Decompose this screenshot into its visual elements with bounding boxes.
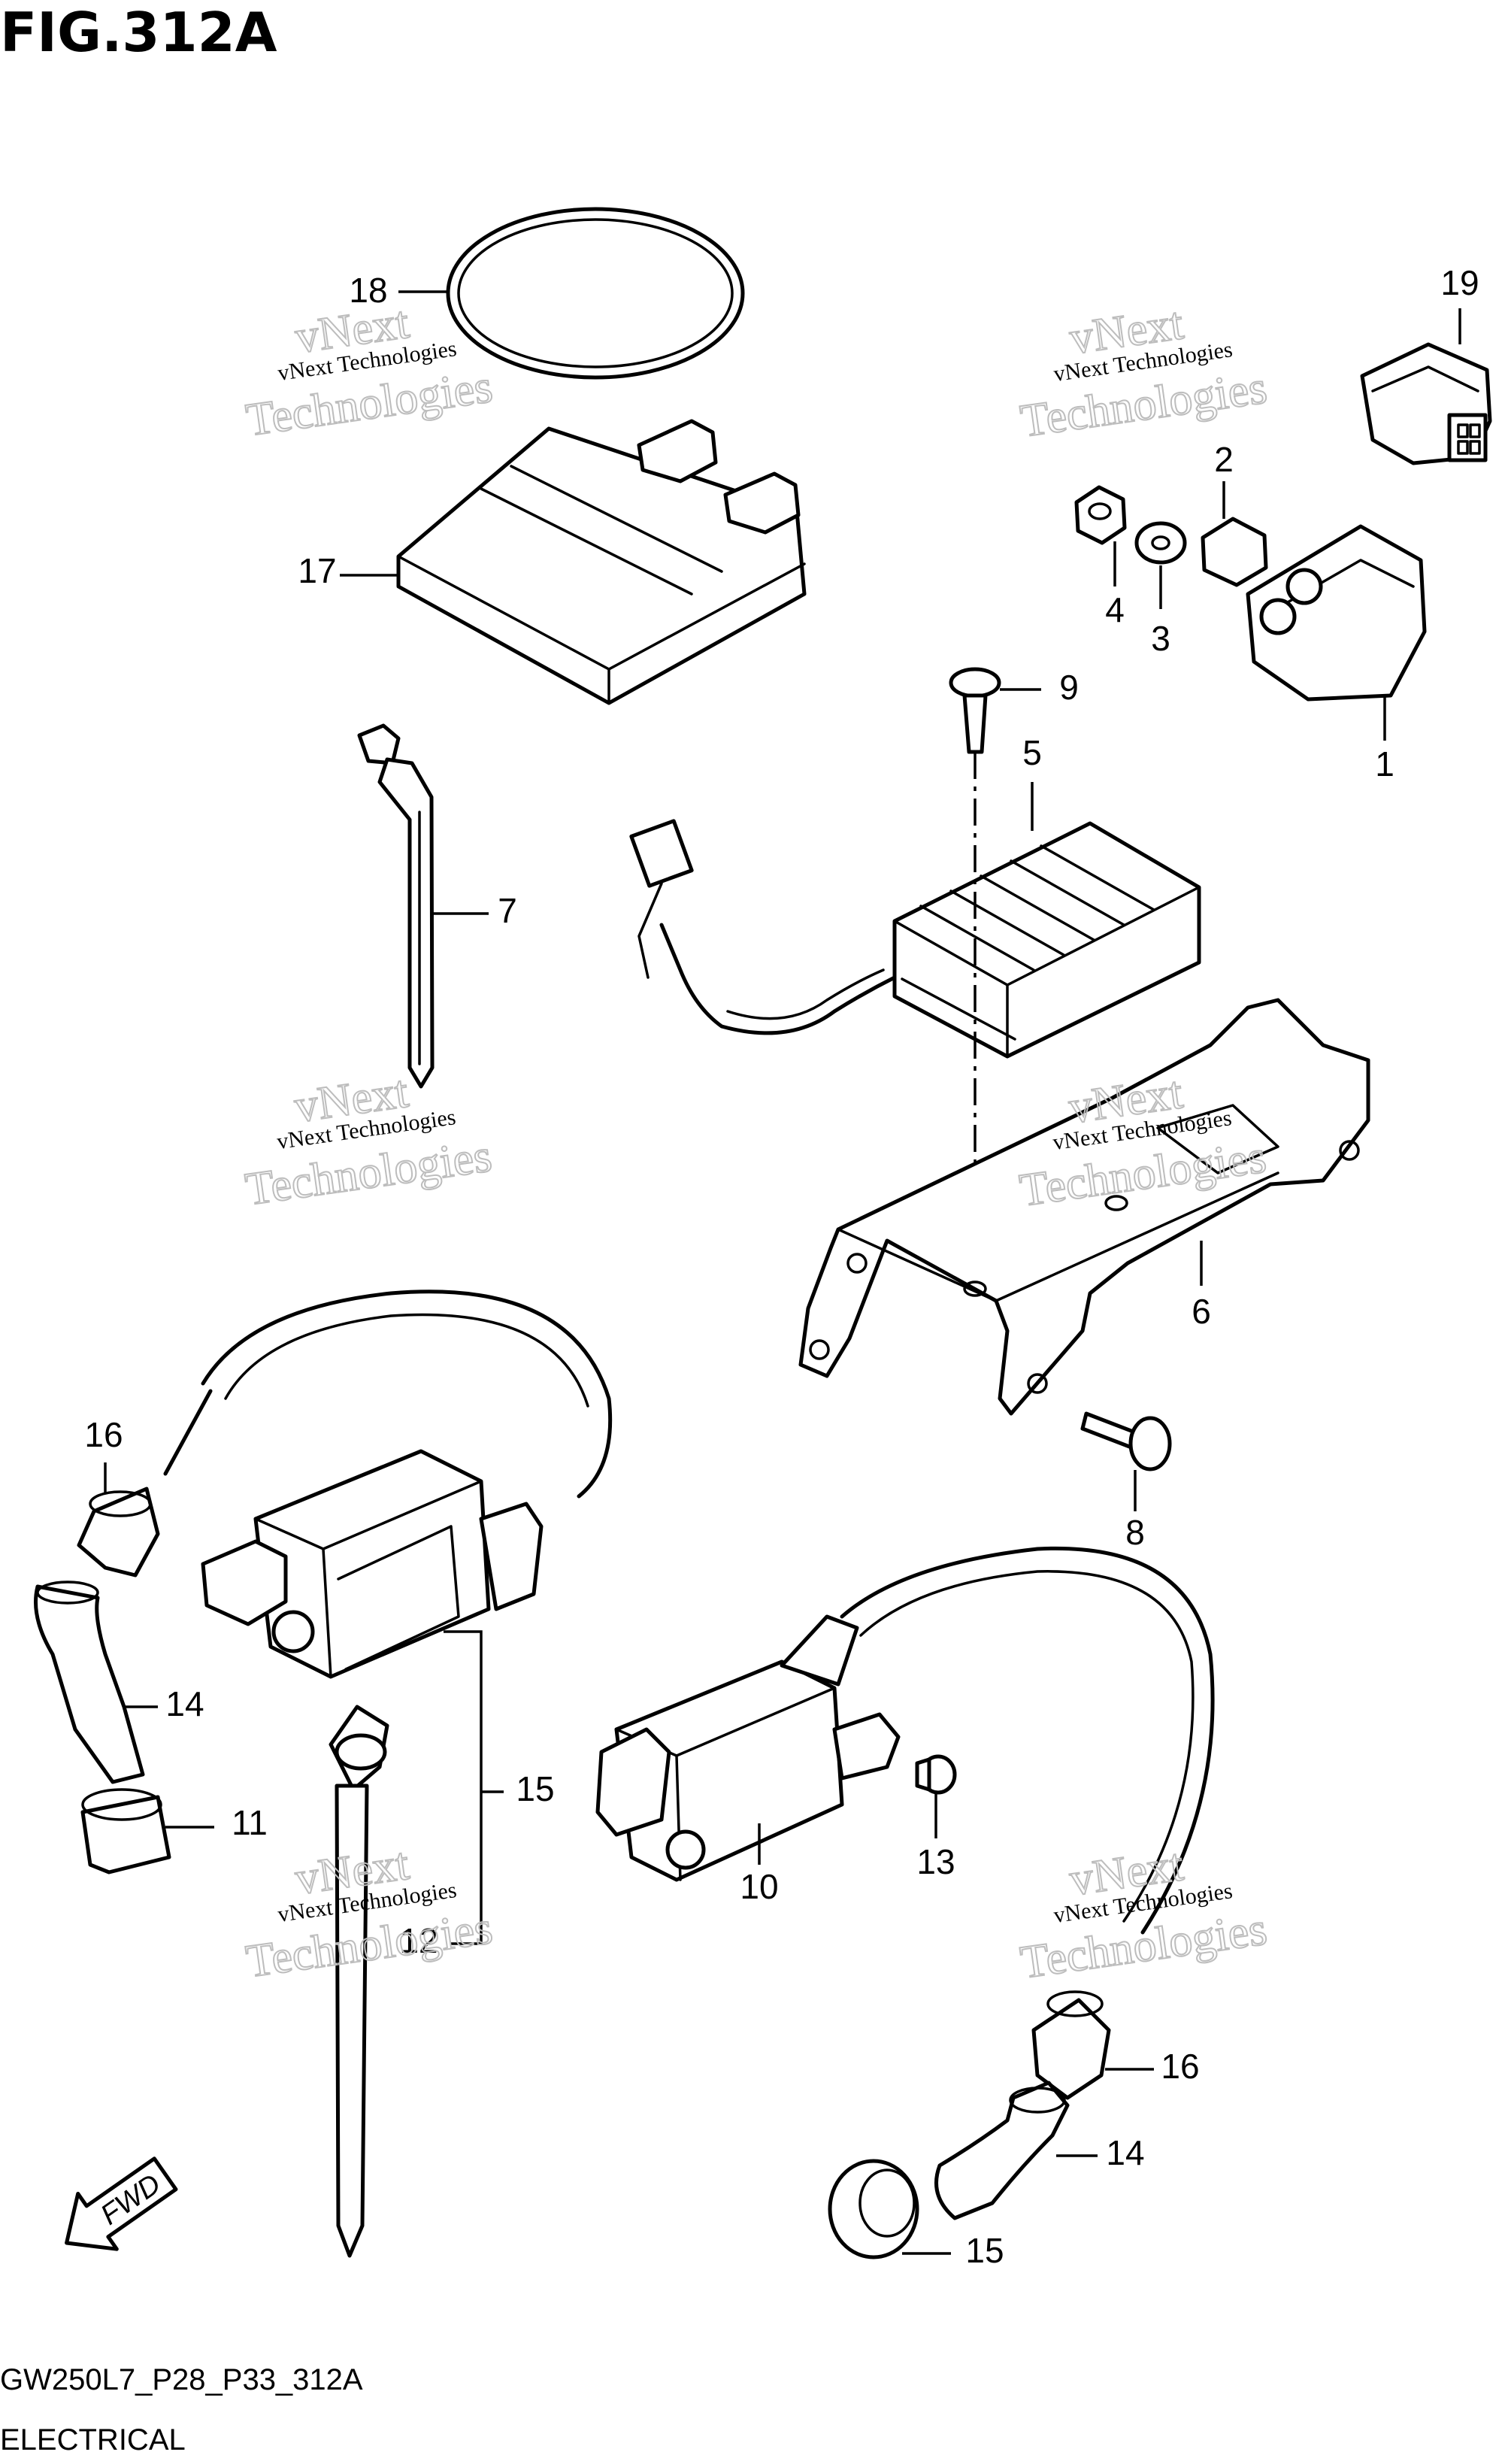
watermark-top-left: vNext Technologies vNext Technologies — [242, 296, 496, 447]
part-12-clip-tie[interactable] — [329, 1705, 389, 2258]
section-name: ELECTRICAL — [0, 2423, 186, 2456]
callout-7[interactable]: 7 — [498, 891, 517, 930]
part-8-bolt[interactable] — [1080, 1411, 1172, 1471]
part-9-screw[interactable] — [949, 667, 1001, 754]
figure-title: FIG.312A — [0, 1, 277, 64]
callout-5[interactable]: 5 — [1022, 733, 1042, 772]
part-13-screw[interactable] — [915, 1754, 957, 1795]
callout-17[interactable]: 17 — [298, 551, 336, 590]
callout-18[interactable]: 18 — [349, 271, 387, 310]
watermark-low-right: vNext Technologies vNext Technologies — [1016, 1838, 1270, 1990]
callout-16-upper[interactable]: 16 — [84, 1415, 123, 1454]
callout-8[interactable]: 8 — [1125, 1513, 1145, 1552]
part-4-nut[interactable] — [1074, 485, 1127, 545]
callout-11[interactable]: 15 — [516, 1769, 554, 1808]
callout-14-upper[interactable]: 14 — [165, 1684, 204, 1723]
callout-14-lower[interactable]: 14 — [1106, 2133, 1144, 2172]
part-1-starter-relay[interactable] — [1246, 524, 1427, 702]
callout-labels: 18 19 17 2 4 3 1 9 5 7 6 16 8 14 11 15 1… — [84, 263, 1479, 2270]
figure-code: GW250L7_P28_P33_312A — [0, 2363, 363, 2396]
callout-3[interactable]: 3 — [1151, 619, 1170, 658]
part-7-cable-tie[interactable] — [357, 723, 435, 1089]
callout-15-upper[interactable]: 11 — [232, 1803, 268, 1842]
part-15-cover-lower[interactable] — [828, 2159, 919, 2259]
callout-10[interactable]: 10 — [740, 1867, 778, 1906]
callout-12[interactable]: 12 — [399, 1921, 438, 1960]
part-15-cover-upper[interactable] — [80, 1788, 171, 1875]
callout-1[interactable]: 1 — [1375, 744, 1394, 783]
callout-13[interactable]: 13 — [916, 1842, 955, 1881]
part-19-connector[interactable] — [1360, 342, 1492, 465]
part-16-grommet-upper[interactable] — [77, 1487, 160, 1578]
watermark-mid-left: vNext Technologies vNext Technologies — [241, 1065, 495, 1217]
part-18-band[interactable] — [446, 207, 745, 380]
callout-4[interactable]: 4 — [1105, 590, 1125, 629]
part-3-washer[interactable] — [1134, 521, 1187, 565]
part-16-grommet-lower[interactable] — [1031, 1990, 1111, 2100]
callout-15-lower[interactable]: 15 — [965, 2231, 1004, 2270]
leader-lines — [104, 290, 1461, 2255]
part-6-bracket[interactable] — [798, 998, 1370, 1416]
part-2-relay-terminal[interactable] — [1201, 517, 1268, 587]
part-14-plug-cap-upper[interactable] — [34, 1581, 145, 1784]
part-14-plug-cap-lower[interactable] — [934, 2081, 1070, 2220]
part-17-control-module[interactable] — [396, 419, 807, 705]
watermark-top-right: vNext Technologies vNext Technologies — [1016, 297, 1270, 448]
callout-19[interactable]: 19 — [1440, 263, 1479, 302]
watermark-low-left: vNext Technologies vNext Technologies — [242, 1838, 496, 1989]
fwd-direction-arrow: FWD — [65, 2156, 178, 2251]
part-10-ignition-coil[interactable] — [595, 1546, 1215, 1935]
part-11-ignition-coil[interactable] — [163, 1290, 613, 1679]
callout-2[interactable]: 2 — [1214, 440, 1234, 479]
part-5-regulator-rectifier[interactable] — [629, 819, 1201, 1059]
callout-9[interactable]: 9 — [1059, 668, 1079, 707]
callout-16-lower[interactable]: 16 — [1161, 2047, 1199, 2086]
callout-6[interactable]: 6 — [1192, 1292, 1211, 1331]
